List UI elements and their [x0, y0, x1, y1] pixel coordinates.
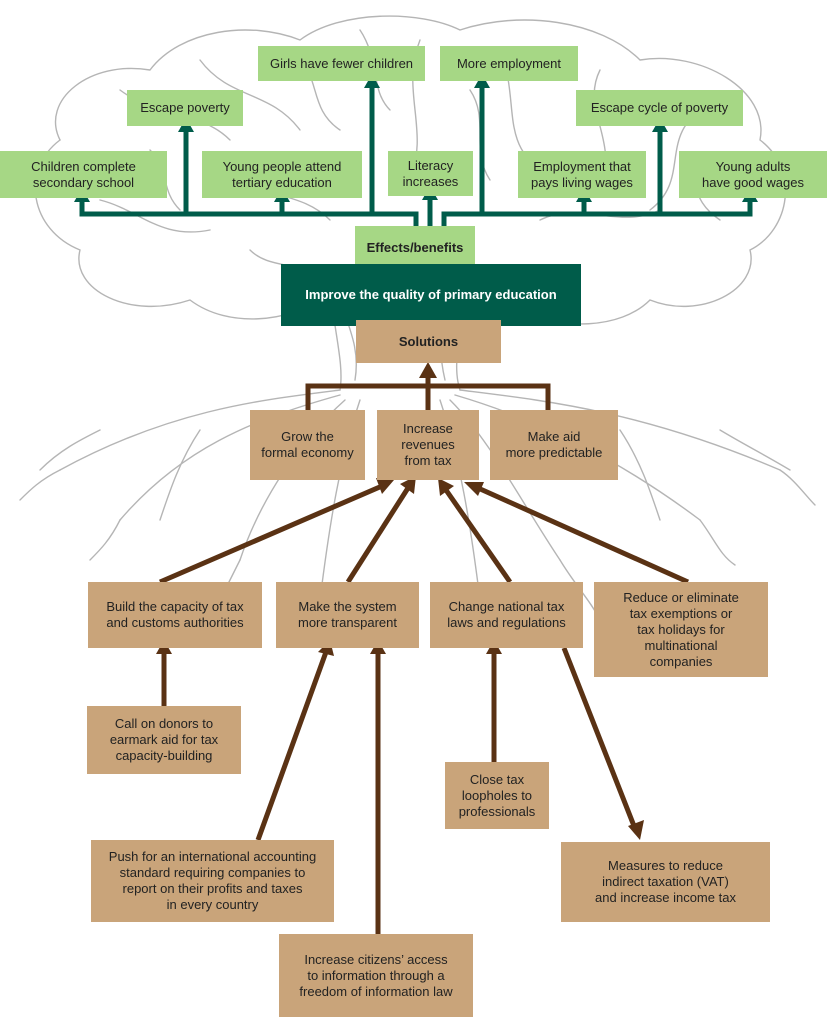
- arrowhead-girls: [364, 74, 380, 88]
- arrow-push-standard: [255, 651, 329, 841]
- effect-connector-left: [79, 200, 419, 228]
- effect-children-complete-school: Children complete secondary school: [0, 151, 167, 198]
- arrow-change-laws: [443, 488, 513, 584]
- arrowhead-change-laws: [438, 478, 454, 496]
- arrowhead-reduce-exemptions: [464, 482, 484, 496]
- solutions-header: Solutions: [356, 320, 501, 363]
- effect-more-employment: More employment: [440, 46, 578, 81]
- sub-change-laws: Change national tax laws and regulations: [430, 582, 583, 648]
- effect-tertiary-education: Young people attend tertiary education: [202, 151, 362, 198]
- goal-box: Improve the quality of primary education: [281, 264, 581, 326]
- arrow-build-capacity: [159, 483, 383, 585]
- action-freedom-of-information: Increase citizens’ access to information…: [279, 934, 473, 1017]
- effects-benefits-header: Effects/benefits: [355, 226, 475, 269]
- effect-escape-cycle-of-poverty: Escape cycle of poverty: [576, 90, 743, 126]
- effect-literacy-increases: Literacy increases: [388, 151, 473, 196]
- action-measures-vat: Measures to reduce indirect taxation (VA…: [561, 842, 770, 922]
- arrow-reduce-exemptions: [476, 485, 690, 585]
- solution-increase-tax-revenues: Increase revenues from tax: [377, 410, 479, 480]
- sub-reduce-exemptions: Reduce or eliminate tax exemptions or ta…: [594, 582, 768, 677]
- arrow-measures-vat: [561, 647, 637, 827]
- arrowhead-transparent: [400, 476, 416, 494]
- solution-grow-formal-economy: Grow the formal economy: [250, 410, 365, 480]
- arrowhead-build-capacity: [376, 478, 394, 494]
- solution-predictable-aid: Make aid more predictable: [490, 410, 618, 480]
- effect-living-wages: Employment that pays living wages: [518, 151, 646, 198]
- action-accounting-standard: Push for an international accounting sta…: [91, 840, 334, 922]
- sub-more-transparent: Make the system more transparent: [276, 582, 419, 648]
- effect-young-adults-wages: Young adults have good wages: [679, 151, 827, 198]
- arrow-transparent: [345, 486, 411, 584]
- effect-escape-poverty: Escape poverty: [127, 90, 243, 126]
- action-call-on-donors: Call on donors to earmark aid for tax ca…: [87, 706, 241, 774]
- arrowhead-solutions: [419, 362, 437, 378]
- arrowhead-employment: [474, 74, 490, 88]
- effect-connector-right: [441, 200, 753, 228]
- arrowhead-measures-vat: [628, 820, 644, 840]
- effect-girls-fewer-children: Girls have fewer children: [258, 46, 425, 81]
- action-close-loopholes: Close tax loopholes to professionals: [445, 762, 549, 829]
- sub-build-capacity: Build the capacity of tax and customs au…: [88, 582, 262, 648]
